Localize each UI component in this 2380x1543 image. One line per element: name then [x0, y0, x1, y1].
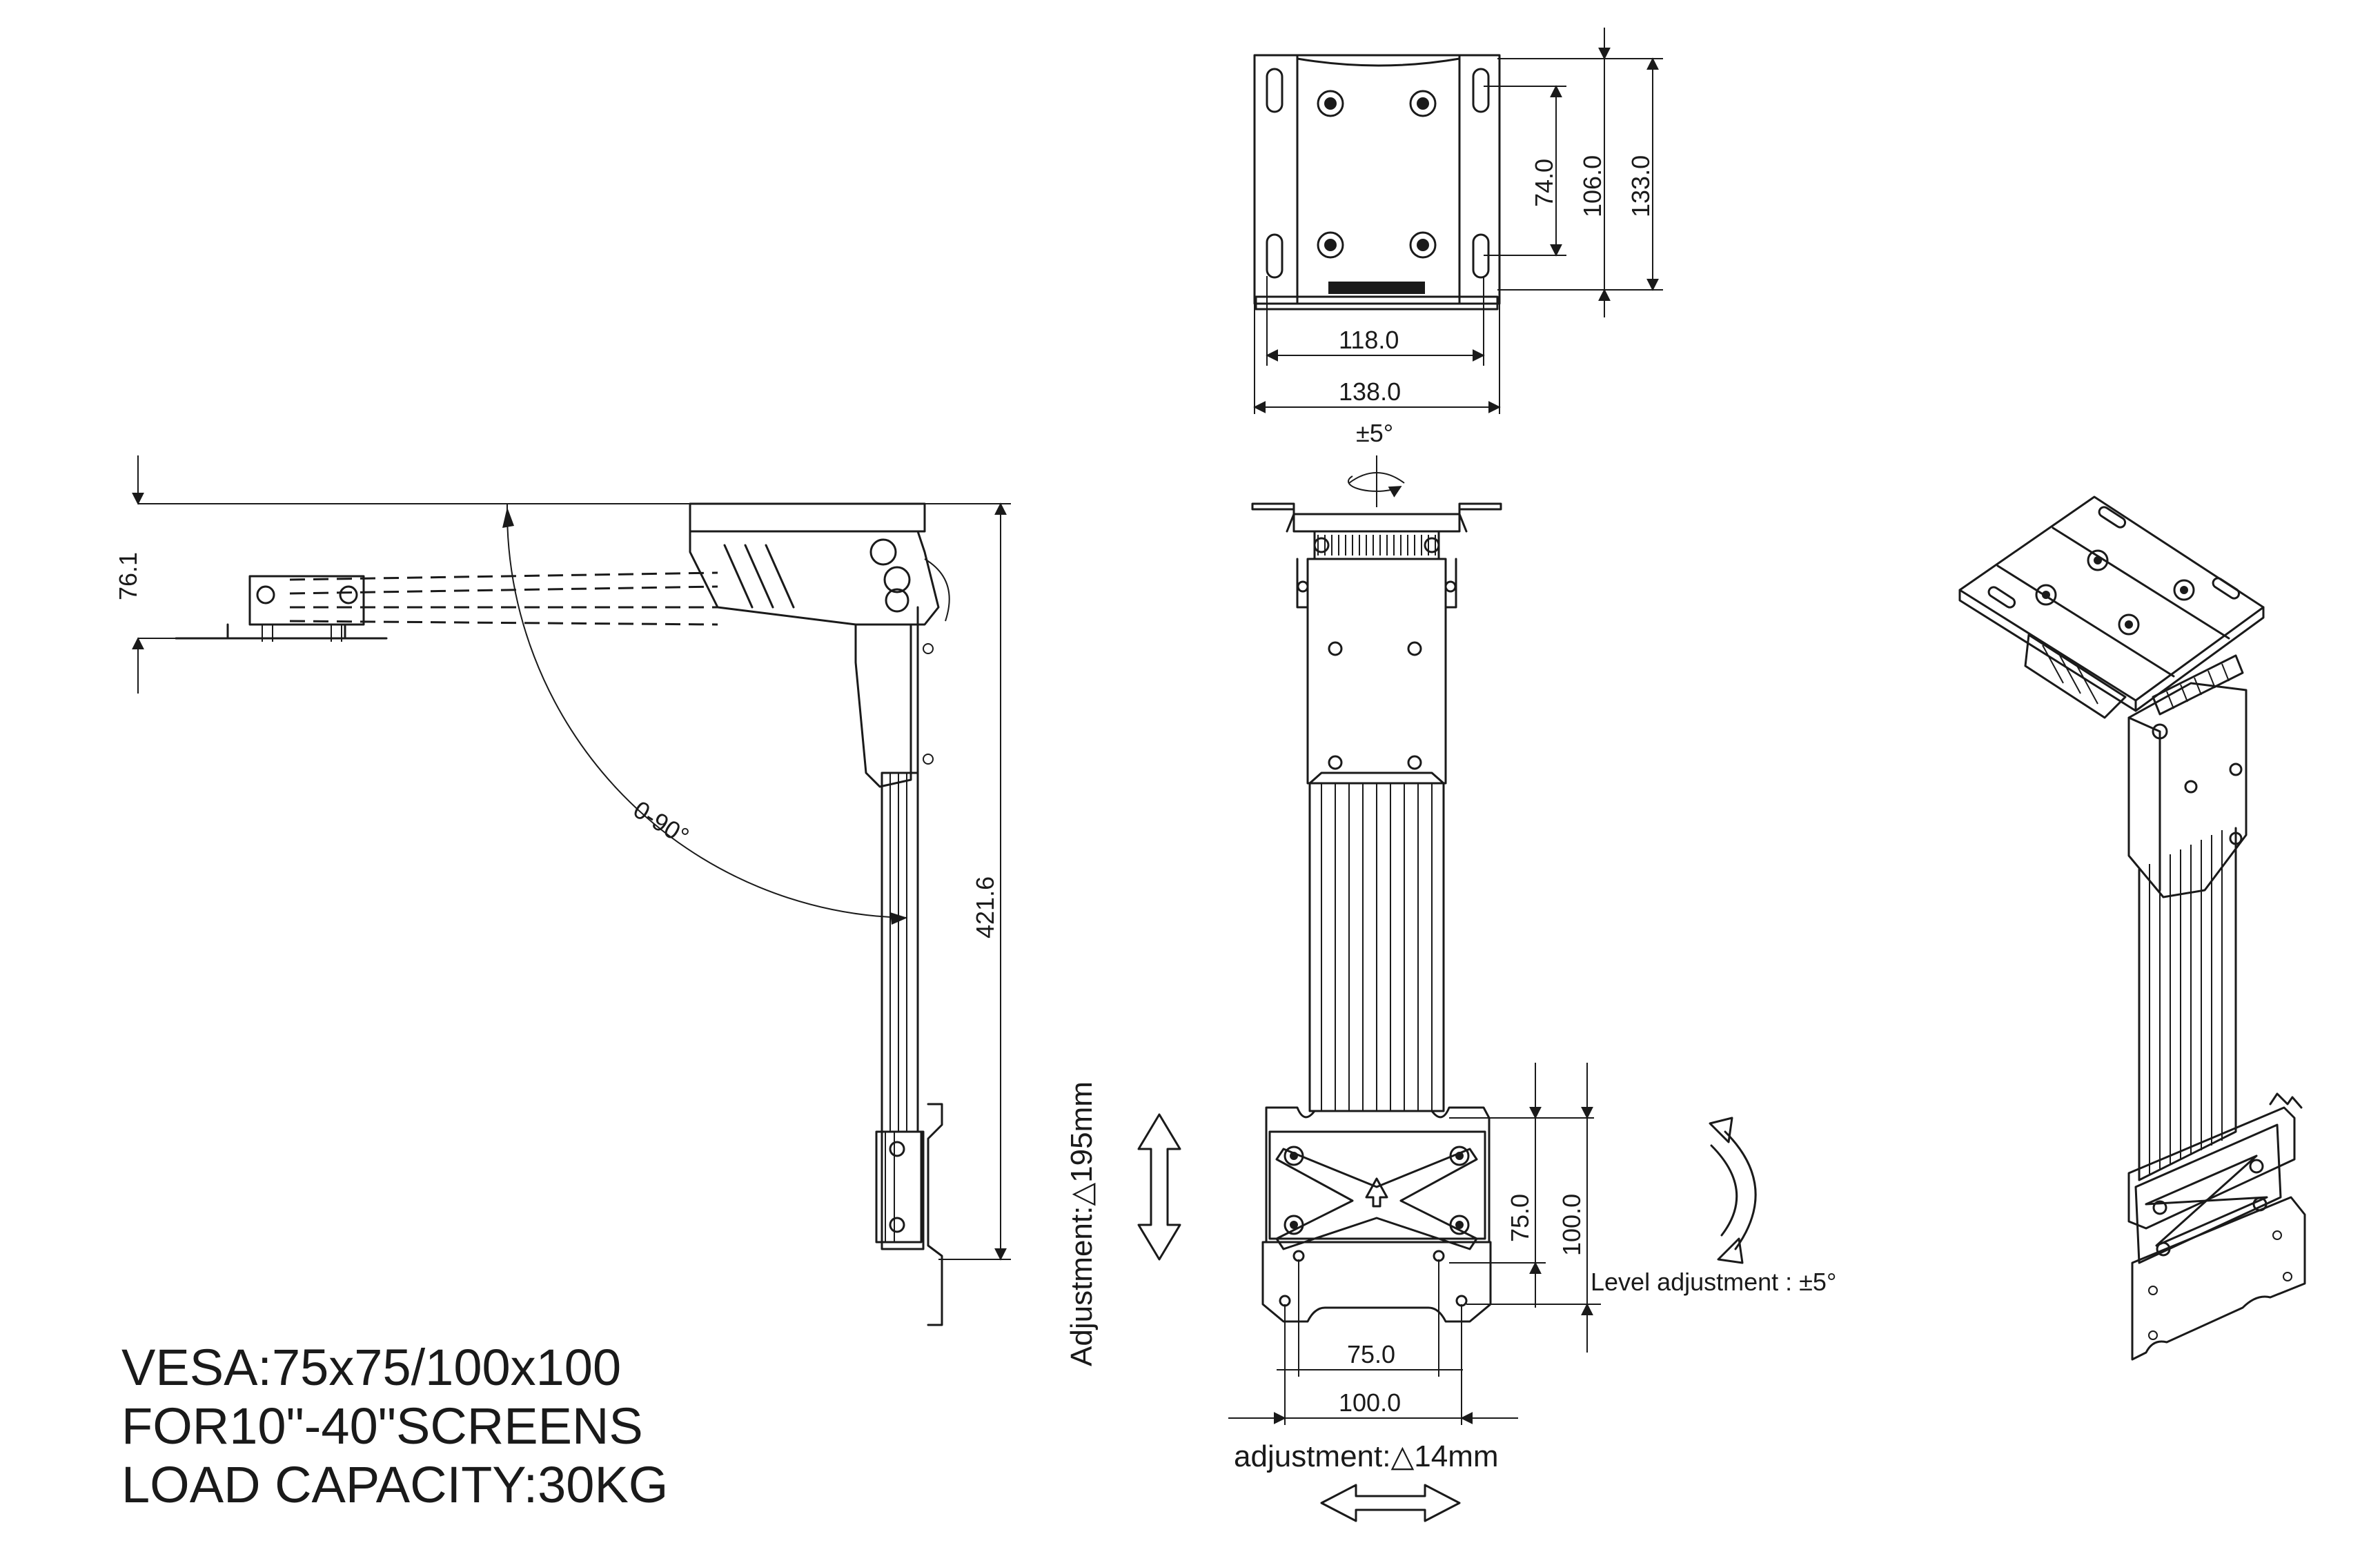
side-view: [132, 455, 1011, 1326]
vesa-100-horizontal-label: 100.0: [1339, 1388, 1401, 1417]
isometric-view: [1958, 495, 2306, 1361]
lateral-adjustment-label: adjustment:△14mm: [1234, 1439, 1499, 1473]
plate-width-label: 138.0: [1339, 377, 1401, 406]
side-height-label: 421.6: [971, 876, 999, 938]
screen-size-spec: FOR10"-40"SCREENS: [121, 1397, 643, 1455]
vesa-spec: VESA:75x75/100x100: [121, 1339, 622, 1396]
vesa-75-horizontal-label: 75.0: [1347, 1340, 1395, 1368]
swivel-label: ±5°: [1356, 419, 1393, 447]
plate-height-label: 133.0: [1626, 155, 1655, 217]
vesa-100-vertical-label: 100.0: [1557, 1194, 1586, 1256]
load-capacity-spec: LOAD CAPACITY:30KG: [121, 1456, 669, 1513]
double-arrow-horizontal-icon: [1320, 1484, 1461, 1522]
side-top-offset-label: 76.1: [114, 552, 142, 600]
plate-hole-spacing-label: 74.0: [1530, 159, 1558, 207]
level-adjustment-label: Level adjustment : ±5°: [1591, 1268, 1836, 1296]
plate-slot-spacing-label: 106.0: [1578, 155, 1606, 217]
double-arrow-vertical-icon: [1137, 1113, 1181, 1261]
rotate-arrow-icon: [1709, 1117, 1757, 1264]
ceiling-plate-view: [1253, 28, 1663, 414]
plate-inner-width-label: 118.0: [1339, 326, 1399, 354]
vesa-75-vertical-label: 75.0: [1506, 1194, 1534, 1242]
height-adjustment-label: Adjustment:△195mm: [1065, 1081, 1099, 1366]
tilt-range-label: 0-90°: [629, 795, 694, 851]
front-view: [1228, 455, 1601, 1425]
